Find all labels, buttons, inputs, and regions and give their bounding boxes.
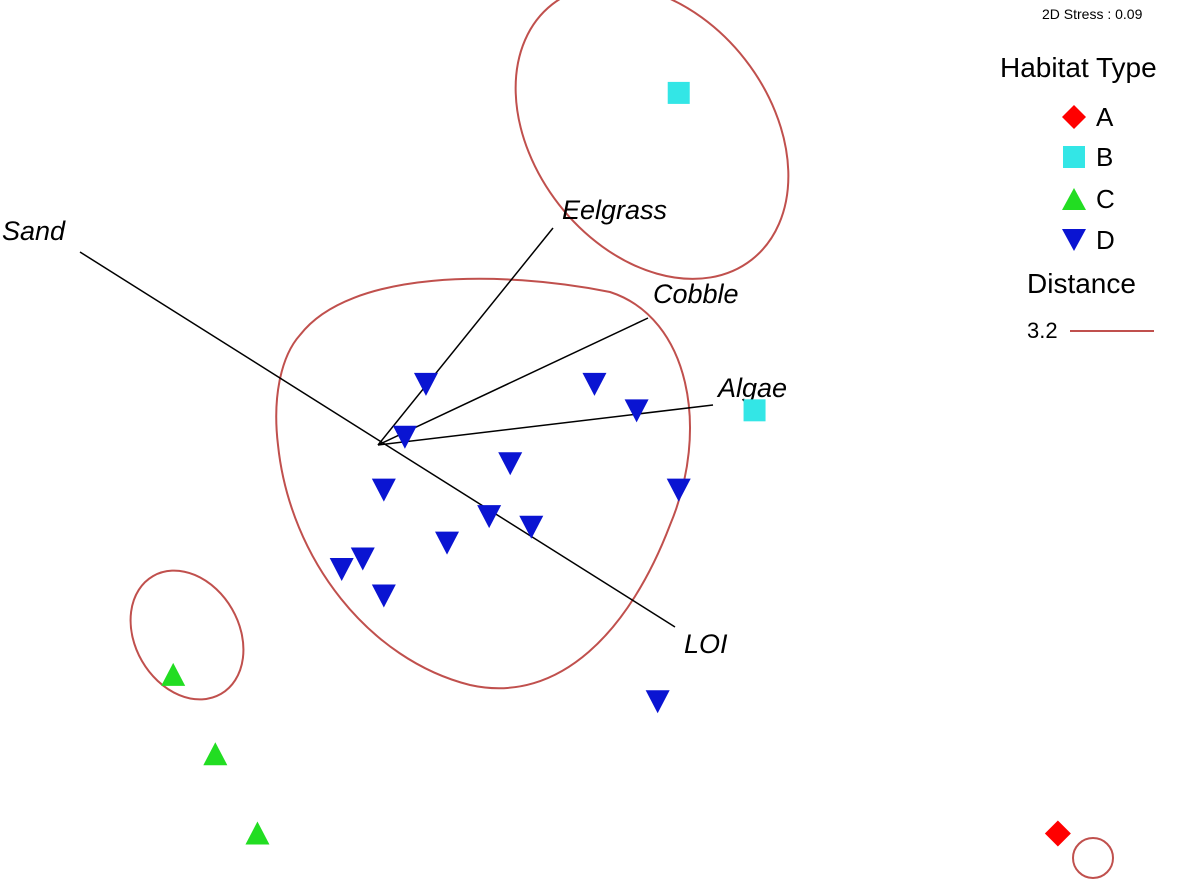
distance-value: 3.2 [1027,318,1058,343]
data-point-d-12 [350,547,375,571]
cluster-contour-d [275,277,691,690]
legend-label-c: C [1096,183,1115,214]
legend-item-b: B [1060,141,1113,173]
legend-label-b: B [1096,141,1114,172]
data-point-d-8 [582,372,607,396]
distance-legend: 3.2 [1027,318,1154,344]
triangle-down-icon [1062,229,1086,251]
data-point-d-2 [392,425,417,449]
data-point-d-5 [477,505,502,529]
legend-title: Habitat Type [1000,52,1157,83]
legend-item-a: A [1060,101,1113,133]
data-point-d-14 [371,584,396,608]
vector-label-cobble: Cobble [653,279,739,309]
data-point-c-2 [203,742,228,766]
data-point-b-2 [743,399,766,422]
data-points [161,81,1071,847]
legend-item-d: D [1060,224,1115,256]
vector-line-eelgrass [377,227,554,446]
data-point-a-1 [1044,820,1071,847]
cluster-contour-a [1072,837,1114,879]
data-point-d-3 [371,478,396,502]
vector-label-algae: Algae [716,373,787,403]
cluster-contour-c [129,569,245,701]
data-point-d-11 [645,690,670,714]
vector-label-eelgrass: Eelgrass [562,195,667,225]
data-point-d-6 [498,452,523,476]
data-point-b-1 [667,81,690,104]
square-icon [1063,146,1085,168]
triangle-up-icon [1062,188,1086,210]
vector-overlay: Sand Eelgrass Cobble Algae LOI [2,195,787,659]
vector-label-sand: Sand [2,216,66,246]
legend-label-a: A [1096,101,1114,132]
stress-label: 2D Stress : 0.09 [1042,6,1143,22]
data-point-d-9 [624,399,649,423]
vector-label-loi: LOI [684,629,728,659]
cluster-contour-b [514,0,790,280]
diamond-icon [1062,105,1086,129]
data-point-d-10 [666,478,691,502]
data-point-c-1 [161,662,186,686]
data-point-d-7 [519,515,544,539]
data-point-d-13 [329,558,354,582]
vector-line-algae [377,404,714,446]
distance-title: Distance [1027,268,1136,299]
data-point-d-1 [413,372,438,396]
vector-line-sand [79,251,676,628]
legend-item-c: C [1060,183,1115,215]
vector-line-cobble [377,317,649,446]
data-point-d-4 [435,531,460,555]
distance-line [1069,330,1154,332]
similarity-contours [129,0,1114,879]
data-point-c-3 [245,821,270,845]
legend-label-d: D [1096,224,1115,255]
